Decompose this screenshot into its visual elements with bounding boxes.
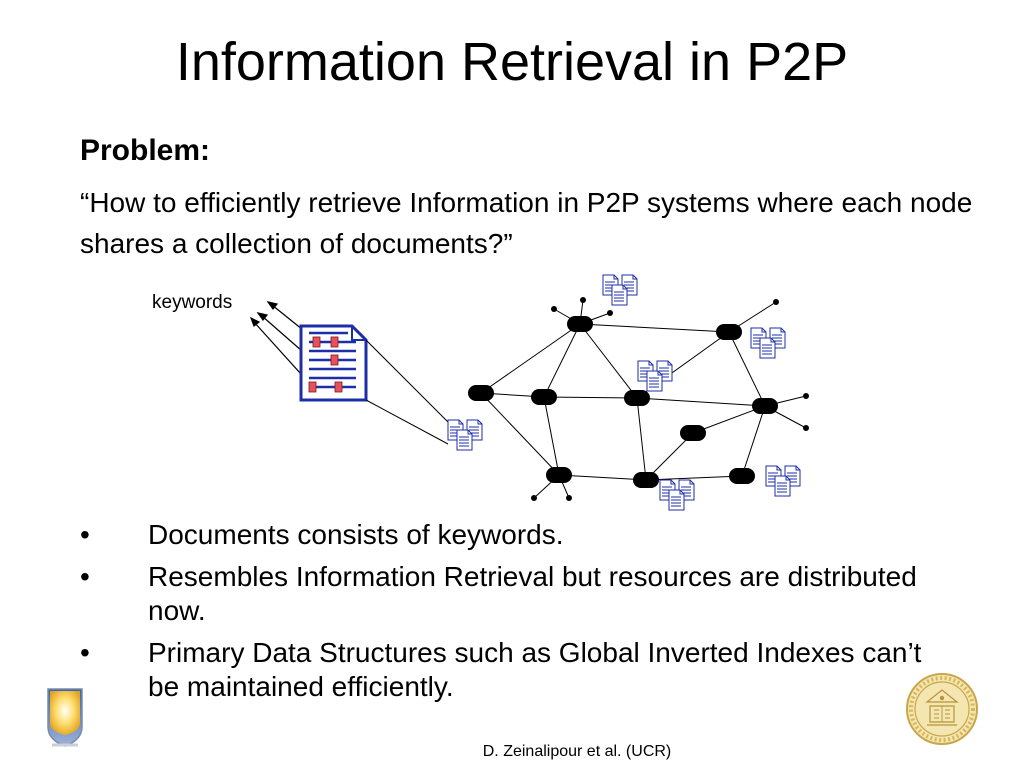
problem-heading: Problem:: [80, 134, 211, 167]
network-peer-nodes: [468, 316, 778, 488]
bullet-marker: •: [80, 519, 90, 550]
bullet-item: • Primary Data Structures such as Global…: [80, 636, 940, 704]
bullet-text: Resembles Information Retrieval but reso…: [148, 561, 917, 626]
p2p-network-diagram: keywords: [152, 0, 809, 520]
bullet-text: Documents consists of keywords.: [148, 519, 564, 550]
problem-statement: “How to efficiently retrieve Information…: [80, 187, 973, 259]
bullet-item: • Documents consists of keywords.: [80, 518, 940, 552]
bullet-item: • Resembles Information Retrieval but re…: [80, 560, 940, 628]
zoom-lines: [365, 339, 457, 445]
slide-title: Information Retrieval in P2P: [175, 32, 849, 92]
university-of-california-seal: [906, 673, 978, 745]
bullet-marker: •: [80, 637, 90, 668]
bullet-list: • Documents consists of keywords. • Rese…: [80, 518, 940, 712]
bullet-text: Primary Data Structures such as Global I…: [148, 637, 922, 702]
bullet-marker: •: [80, 561, 90, 592]
ucr-shield-logo: [47, 688, 83, 747]
keywords-label: keywords: [152, 292, 232, 313]
large-document-icon: [299, 324, 368, 402]
network-leaf-nodes: [531, 297, 809, 501]
footer-credit: D. Zeinalipour et al. (UCR): [482, 743, 672, 760]
